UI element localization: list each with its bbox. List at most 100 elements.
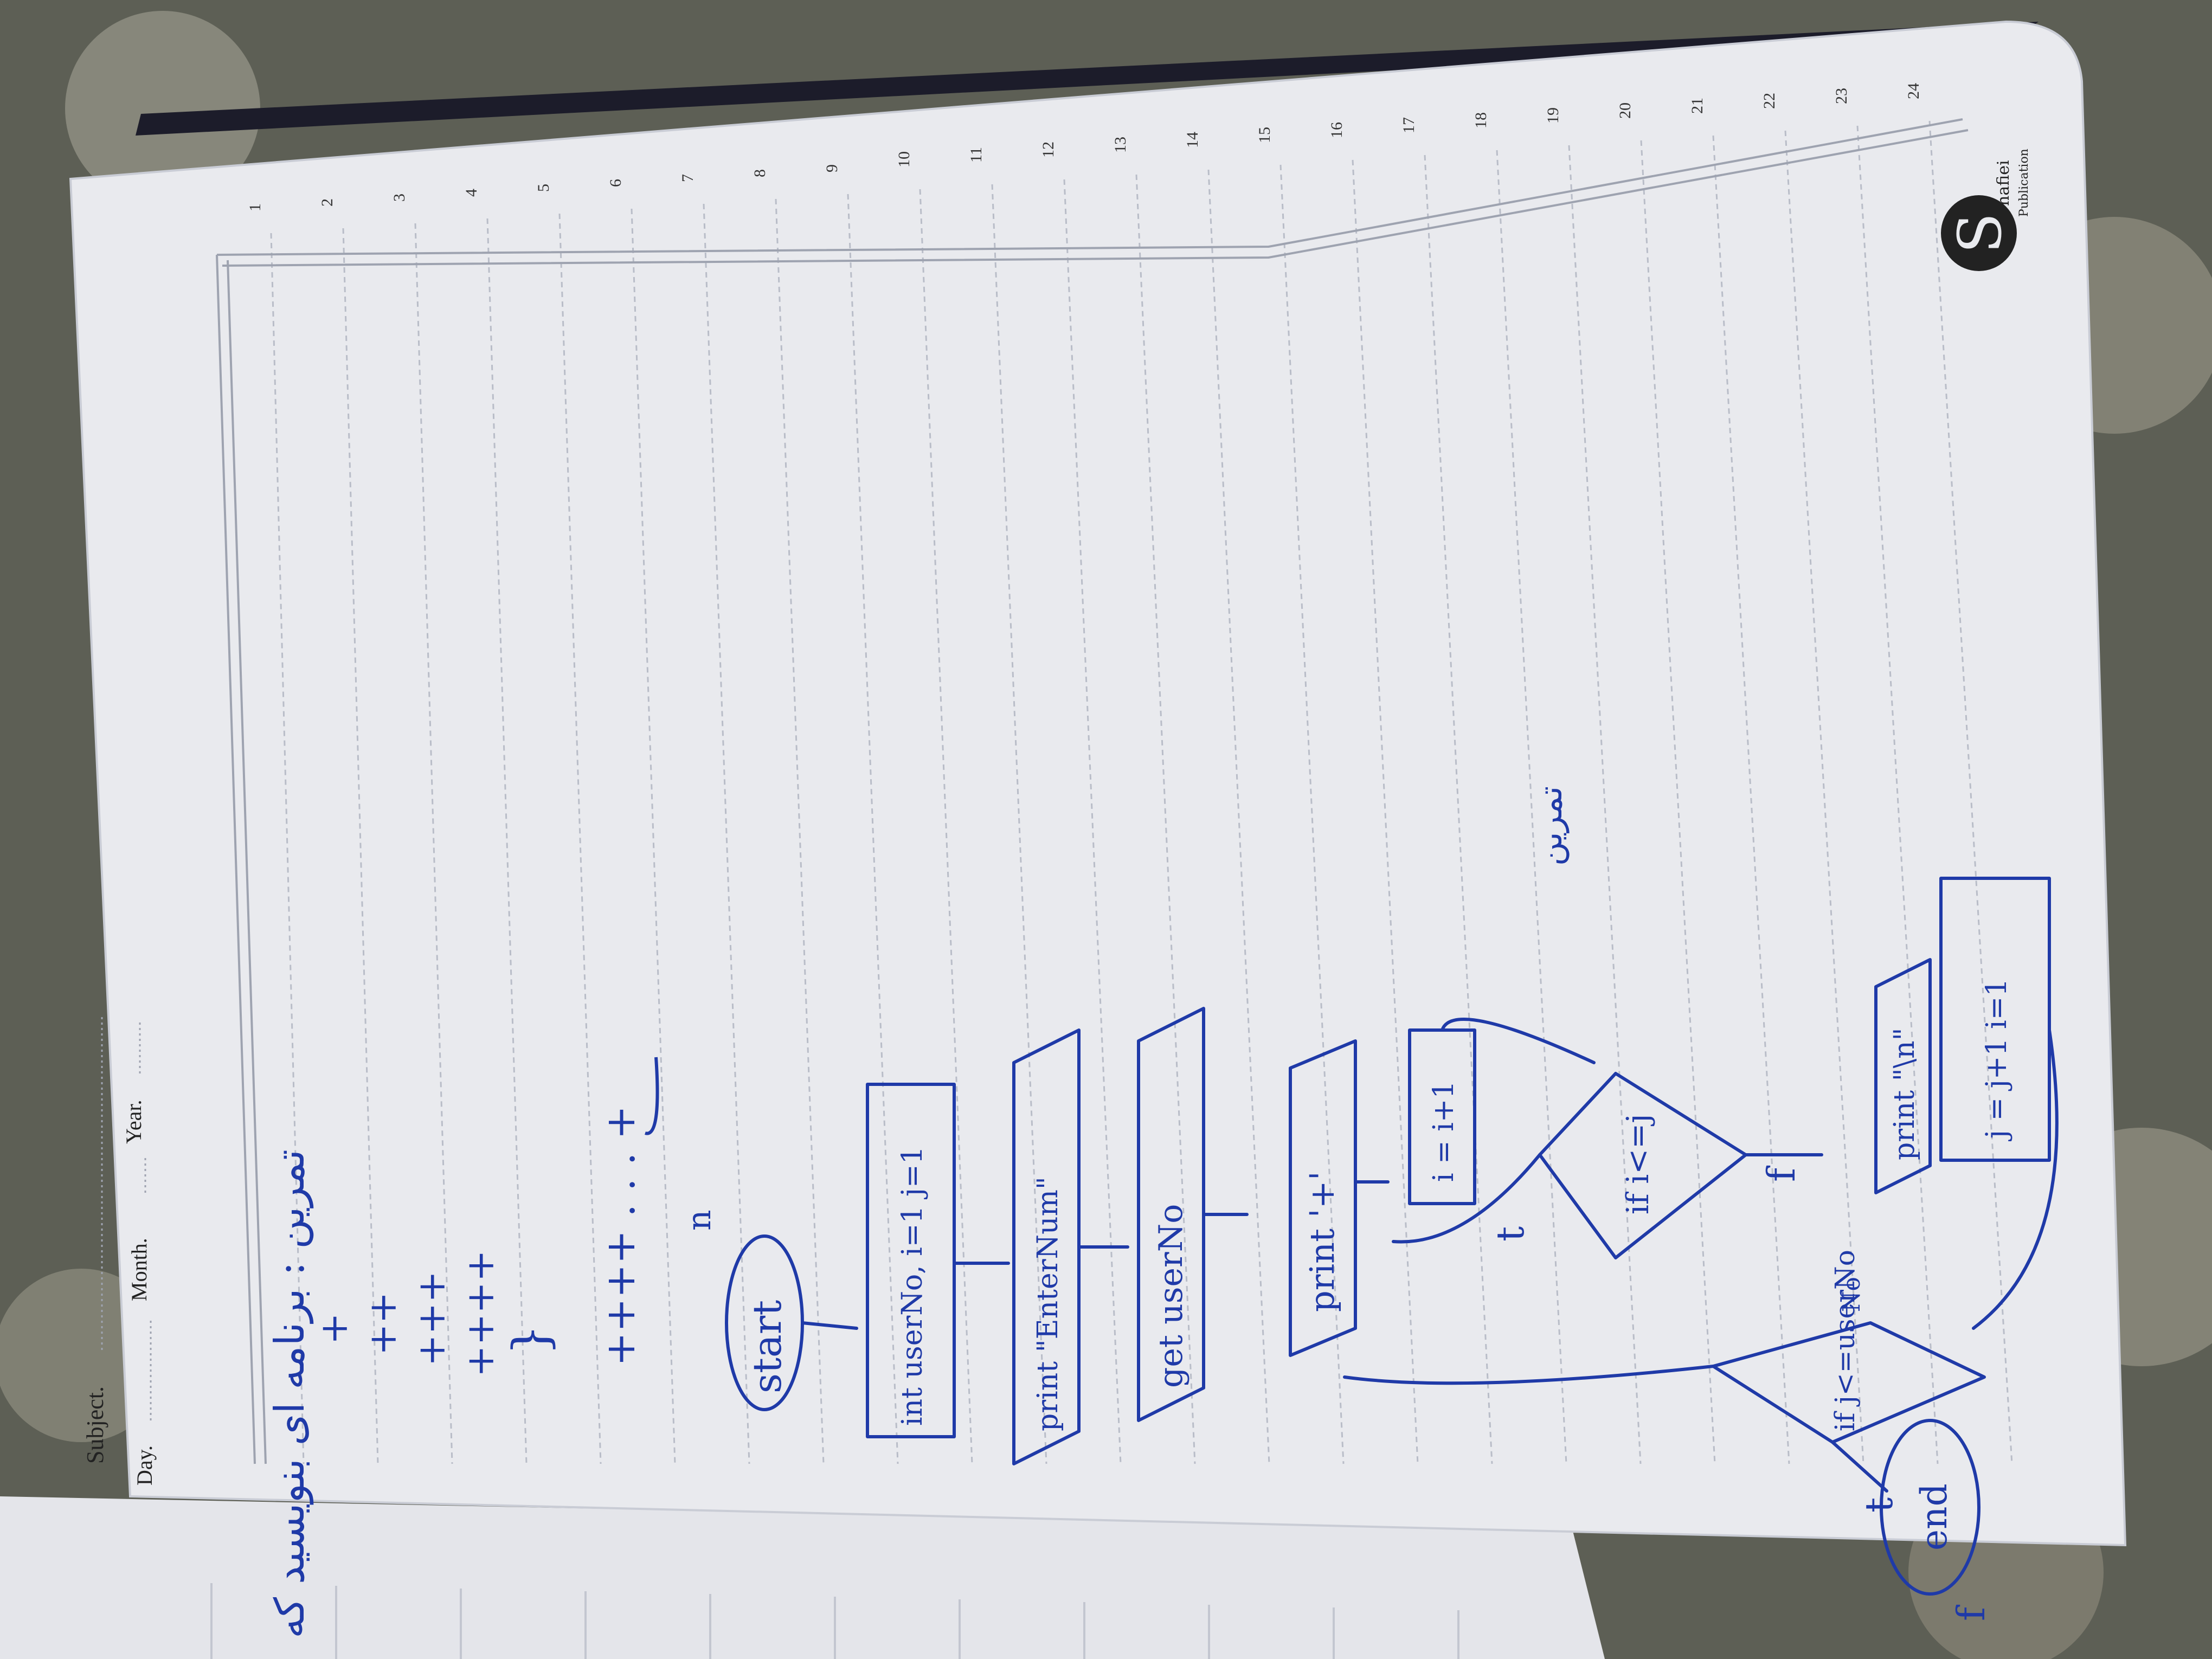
line-number: 21 bbox=[1688, 98, 1706, 114]
loop-arrow bbox=[1441, 1018, 1596, 1064]
ruled-line bbox=[558, 213, 602, 1464]
line-number: 7 bbox=[679, 174, 697, 182]
line-number: 9 bbox=[823, 164, 841, 172]
line-number: 1 bbox=[246, 203, 264, 211]
ruled-lines bbox=[270, 120, 2013, 1464]
flowchart bbox=[725, 877, 2059, 1596]
line-number: 17 bbox=[1400, 117, 1418, 133]
header-dotted-lines bbox=[101, 1014, 152, 1420]
line-number: 6 bbox=[607, 179, 625, 187]
cond-j-label: if j<=userNo bbox=[1829, 1250, 1861, 1431]
ruled-line bbox=[1640, 140, 1716, 1464]
handwritten-notes: + ++ +++ ++++ } ++++ . . . + n تمرین : ب… bbox=[266, 786, 1570, 1638]
pattern-row-1: + bbox=[312, 1313, 356, 1345]
ruled-line bbox=[631, 208, 676, 1464]
ruled-line bbox=[342, 228, 379, 1464]
ruled-line bbox=[270, 233, 305, 1464]
left-page bbox=[0, 1496, 1605, 1659]
false-label-i: f bbox=[1759, 1165, 1804, 1182]
line-number: 3 bbox=[390, 194, 408, 202]
init-box bbox=[866, 1083, 956, 1438]
line-number: 10 bbox=[895, 151, 913, 168]
main-page bbox=[69, 20, 2127, 1547]
connector bbox=[801, 1321, 858, 1330]
input-label: get userNo bbox=[1152, 1204, 1190, 1388]
ruled-line bbox=[486, 218, 528, 1464]
cond-i-label: if i<=j bbox=[1621, 1114, 1656, 1214]
publisher-logo: S hafiei Publication bbox=[1941, 149, 2031, 271]
ruled-line bbox=[1568, 145, 1642, 1464]
month-label: Month. bbox=[127, 1238, 151, 1301]
line-number: 2 bbox=[318, 198, 336, 207]
publisher-name: hafiei bbox=[1994, 160, 2013, 206]
newline-label: print "\n" bbox=[1888, 1027, 1921, 1160]
pattern-brace: } bbox=[503, 1324, 560, 1355]
line-number: 8 bbox=[751, 169, 769, 177]
ruled-line bbox=[1424, 155, 1493, 1464]
pattern-row-2: ++ bbox=[361, 1292, 405, 1355]
prompt-label: print "EnterNum" bbox=[1032, 1176, 1064, 1431]
line-number: 13 bbox=[1111, 137, 1129, 153]
ruled-line bbox=[414, 223, 453, 1464]
exercise-title: تمرین : برنامه ای بنویسید که bbox=[266, 1149, 314, 1638]
end-label: end bbox=[1913, 1483, 1955, 1551]
no-label: No bbox=[1838, 1277, 1866, 1312]
pattern-row-3: +++ bbox=[409, 1271, 454, 1366]
ruled-line bbox=[1352, 159, 1419, 1464]
end-oval bbox=[1880, 1419, 1980, 1596]
ruled-line bbox=[847, 194, 899, 1464]
print-plus-box bbox=[1289, 1039, 1357, 1357]
year-label: Year. bbox=[121, 1099, 146, 1144]
ruled-line bbox=[775, 198, 825, 1464]
publisher-mark: S bbox=[1945, 213, 2015, 253]
left-page-rules bbox=[210, 1583, 1459, 1659]
ruled-line bbox=[1135, 174, 1196, 1464]
outer-loop-arrow bbox=[1972, 1028, 2059, 1330]
true-branch-i bbox=[1392, 1153, 1541, 1244]
true-branch-j bbox=[1343, 1365, 1715, 1385]
ruled-line bbox=[919, 189, 973, 1464]
line-number: 14 bbox=[1184, 132, 1201, 148]
increment-i-label: i = i+1 bbox=[1427, 1081, 1460, 1182]
line-number: 4 bbox=[462, 189, 480, 197]
false-label-j: f bbox=[1949, 1604, 1994, 1621]
book-edge bbox=[136, 22, 2039, 136]
ruled-line bbox=[991, 184, 1047, 1464]
ruled-line bbox=[1496, 150, 1567, 1464]
ruled-line bbox=[1279, 164, 1345, 1464]
publisher-subtitle: Publication bbox=[2017, 149, 2031, 217]
line-number: 18 bbox=[1472, 112, 1490, 128]
flowchart-labels: start int userNo, i=1 j=1 print "EnterNu… bbox=[744, 979, 2013, 1621]
pattern-row-n: ++++ . . . + bbox=[596, 1105, 644, 1366]
ruled-line bbox=[1712, 135, 1790, 1464]
increment-j-label: j = j+1 i=1 bbox=[1980, 979, 2013, 1141]
increment-j-box bbox=[1939, 877, 2051, 1162]
init-label: int userNo, i=1 j=1 bbox=[896, 1146, 929, 1426]
line-number: 19 bbox=[1544, 107, 1562, 124]
newline-box bbox=[1874, 958, 1932, 1194]
start-label: start bbox=[744, 1300, 790, 1393]
prompt-box bbox=[1012, 1028, 1081, 1465]
line-number: 11 bbox=[967, 147, 985, 163]
line-number: 24 bbox=[1905, 83, 1922, 99]
underbrace bbox=[645, 1057, 659, 1135]
line-number: 20 bbox=[1616, 102, 1634, 119]
pattern-row-4: ++++ bbox=[458, 1250, 503, 1377]
line-number: 22 bbox=[1760, 93, 1778, 109]
line-number: 15 bbox=[1256, 127, 1274, 143]
ruled-line bbox=[1784, 130, 1864, 1464]
cond-i-diamond bbox=[1538, 1072, 1747, 1259]
line-number: 5 bbox=[535, 184, 552, 192]
pattern-n-label: n bbox=[680, 1210, 718, 1231]
print-plus-label: print '+' bbox=[1302, 1171, 1342, 1312]
true-label-j: t bbox=[1857, 1497, 1901, 1513]
cond-j-diamond bbox=[1712, 1321, 1986, 1444]
exercise-footnote: تمرین bbox=[1532, 786, 1570, 866]
line-number: 23 bbox=[1832, 88, 1850, 104]
true-label-i: t bbox=[1488, 1226, 1533, 1242]
page-frame bbox=[216, 118, 1969, 1464]
ruled-line bbox=[1207, 169, 1270, 1464]
line-number: 16 bbox=[1328, 122, 1346, 138]
false-branch-j bbox=[1831, 1441, 1888, 1493]
